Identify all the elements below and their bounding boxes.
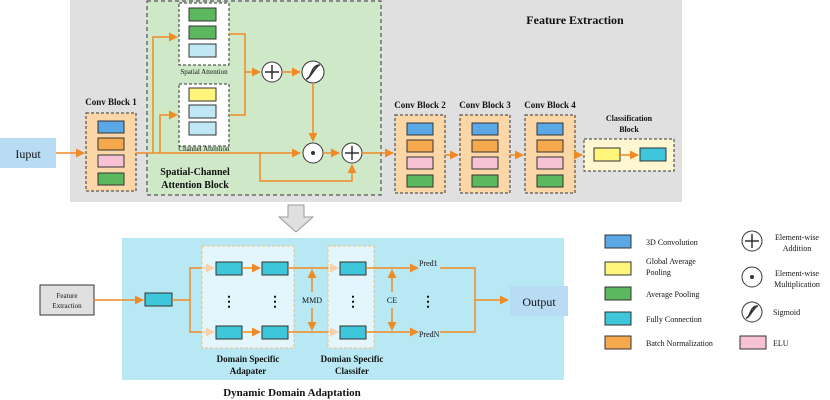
input-label: Iuput	[15, 147, 41, 161]
cb1-avgpool	[97, 172, 125, 186]
cls-fc	[639, 147, 667, 162]
spatial-attention-label: Spatial Attention	[180, 68, 228, 76]
legend-label-avgpool: Average Pooling	[646, 290, 699, 299]
adapter-fc-top-2	[261, 261, 289, 276]
conv-block-3-label: Conv Block 3	[459, 100, 511, 110]
attention-block-label-2: Attention Block	[161, 180, 229, 191]
conv-block-4-label: Conv Block 4	[524, 100, 576, 110]
arrow-channel-to-add	[229, 72, 246, 116]
arrow-to-channel	[159, 110, 178, 153]
mult-op-dot-icon	[311, 151, 315, 155]
fe-box-label-2: Extraction	[52, 302, 82, 310]
attention-block-label-1: Spatial-Channel	[160, 167, 230, 178]
add-op-2-plus-icon	[345, 146, 359, 160]
classification-block-label-1: Classification	[606, 114, 653, 123]
ce-label: CE	[387, 296, 397, 305]
ca-gap	[188, 87, 217, 102]
adapter-dots-1: ⋮	[222, 295, 236, 310]
legend-label-elu: ELU	[773, 339, 789, 348]
channel-attention-label: Channel Attention	[178, 145, 230, 153]
legend-plus-icon-mark	[745, 234, 759, 248]
classifier-label-2: Classifer	[335, 366, 369, 376]
cb1-conv	[97, 120, 125, 134]
adapter-label-2: Adapater	[230, 366, 267, 376]
legend-label-mult-1: Element-wise	[775, 269, 819, 278]
legend-label-bn: Batch Normalization	[646, 339, 713, 348]
classification-block-label-2: Block	[619, 125, 639, 134]
cb4-conv	[536, 122, 564, 136]
arrow-residual	[259, 153, 357, 182]
legend-label-fc: Fully Connection	[646, 315, 702, 324]
adapter-fc-bot-1	[215, 325, 243, 340]
arrow-spatial-to-add	[229, 33, 261, 77]
legend-label-conv: 3D Convolution	[646, 238, 698, 247]
adapter-fc-top-1	[215, 261, 243, 276]
sa-avgpool-2	[188, 25, 217, 40]
ca-fc-1	[188, 104, 217, 119]
output-label: Output	[522, 295, 556, 309]
cb3-elu	[471, 156, 499, 170]
pred1-label: Pred1	[419, 259, 438, 268]
cb2-bn	[406, 139, 434, 153]
adapter-fc-bot-2	[261, 325, 289, 340]
ca-fc-2	[188, 121, 217, 136]
cb4-avgpool	[536, 174, 564, 188]
cb3-bn	[471, 139, 499, 153]
cb4-elu	[536, 156, 564, 170]
legend-swatch-elu	[739, 335, 767, 350]
legend-label-gap-1: Global Average	[646, 257, 696, 266]
cls-gap	[593, 147, 621, 162]
adapter-dots-2: ⋮	[268, 295, 282, 310]
add-op-1-plus-icon	[265, 65, 279, 79]
fe-box-label-1: Feature	[57, 292, 78, 300]
legend: 3D Convolution Global Average Pooling Av…	[604, 230, 820, 350]
pred-dots: ⋮	[421, 295, 435, 310]
sigmoid-icon	[305, 64, 321, 80]
legend-swatch-fc	[604, 311, 632, 326]
domain-adaptation-title: Dynamic Domain Adaptation	[223, 387, 361, 399]
adapter-label-1: Domain Specific	[217, 354, 280, 364]
cb2-conv	[406, 122, 434, 136]
fe-box	[39, 284, 95, 316]
legend-label-add-1: Element-wise	[775, 233, 819, 242]
cb2-elu	[406, 156, 434, 170]
legend-label-sigmoid: Sigmoid	[773, 308, 800, 317]
sa-avgpool-1	[188, 7, 217, 22]
sa-fc	[188, 43, 217, 58]
legend-label-mult-2: Multiplication	[774, 280, 820, 289]
cb3-avgpool	[471, 174, 499, 188]
legend-swatch-gap	[604, 261, 632, 276]
classifier-fc-top	[339, 261, 367, 276]
legend-dot-icon-mark	[750, 275, 754, 279]
predN-label: PredN	[419, 330, 440, 339]
classifier-label-1: Domian Specific	[321, 354, 384, 364]
legend-label-add-2: Addition	[783, 244, 811, 253]
legend-label-gap-2: Pooling	[646, 268, 671, 277]
classifier-fc-bot	[339, 325, 367, 340]
arrow-predN-to-output	[440, 300, 476, 333]
cb2-avgpool	[406, 174, 434, 188]
shared-fc	[144, 292, 173, 307]
classifier-dots: ⋮	[346, 295, 360, 310]
cb4-bn	[536, 139, 564, 153]
down-arrow	[277, 204, 315, 233]
input-box	[0, 138, 56, 168]
feature-extraction-title: Feature Extraction	[526, 13, 624, 27]
conv-block-1-label: Conv Block 1	[85, 97, 137, 107]
arrow-to-spatial	[152, 32, 178, 153]
legend-sigmoid-icon-mark	[745, 305, 759, 319]
legend-swatch-bn	[604, 335, 632, 350]
legend-swatch-avgpool	[604, 286, 632, 301]
mmd-label: MMD	[302, 296, 322, 305]
cb1-elu	[97, 154, 125, 168]
arrow-pred1-to-output	[440, 267, 509, 305]
cb3-conv	[471, 122, 499, 136]
legend-swatch-conv	[604, 234, 632, 249]
conv-block-2-label: Conv Block 2	[394, 100, 446, 110]
cb1-bn	[97, 137, 125, 151]
output-box	[510, 286, 568, 316]
